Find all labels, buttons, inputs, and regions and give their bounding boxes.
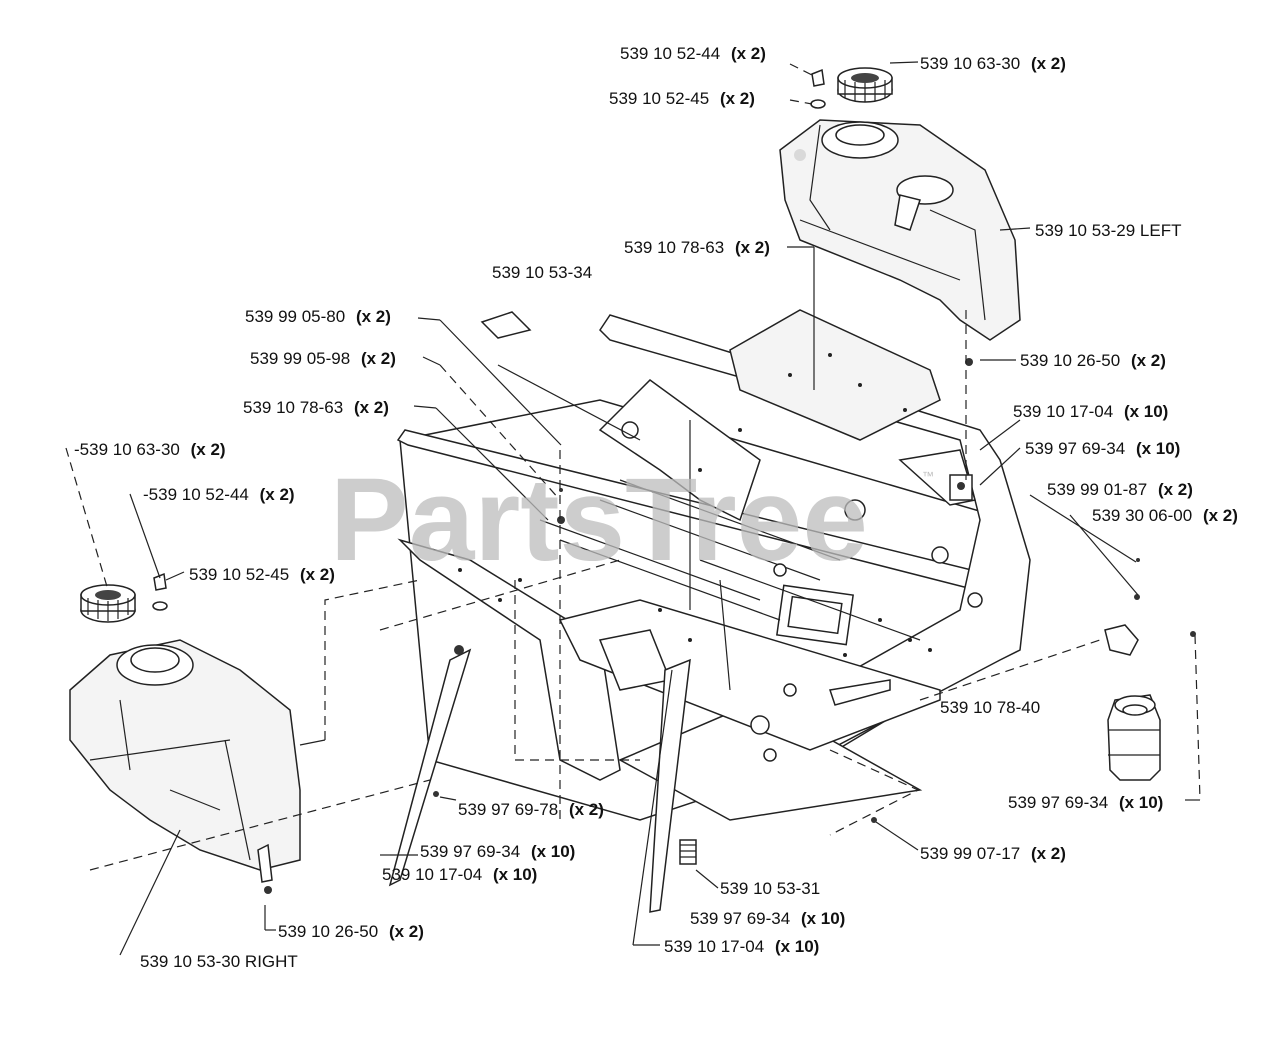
callout-c4: 539 10 53-29 LEFT <box>1035 221 1181 240</box>
fuel-cap-left <box>80 584 136 623</box>
callout-c17: 539 10 52-45 (x 2) <box>189 565 335 584</box>
callout-c14: 539 99 01-87 (x 2) <box>1047 480 1193 499</box>
callout-c5: 539 10 78-63 (x 2) <box>624 238 770 257</box>
fuel-filter <box>1107 694 1161 781</box>
callout-c21: 539 97 69-34 (x 10) <box>420 842 575 861</box>
callout-c24: 539 10 53-31 <box>720 879 820 898</box>
callout-c26: 539 10 26-50 (x 2) <box>278 922 424 941</box>
callout-c20: 539 97 69-34 (x 10) <box>1008 793 1163 812</box>
callout-c6: 539 10 53-34 <box>492 263 592 282</box>
callout-c28: 539 10 53-30 RIGHT <box>140 952 298 971</box>
small-hardware <box>264 358 1196 894</box>
spring-clip <box>679 839 697 865</box>
leader-lines <box>65 61 1201 956</box>
callout-c15: -539 10 52-44 (x 2) <box>143 485 295 504</box>
callout-c2: 539 10 63-30 (x 2) <box>920 54 1066 73</box>
callout-c25: 539 97 69-34 (x 10) <box>690 909 845 928</box>
fuel-tank-right <box>69 639 301 883</box>
callout-c22: 539 99 07-17 (x 2) <box>920 844 1066 863</box>
callout-c9: 539 99 05-98 (x 2) <box>250 349 396 368</box>
vent-valve-left <box>152 572 168 611</box>
callout-c13: -539 10 63-30 (x 2) <box>74 440 226 459</box>
callout-c10: 539 10 78-63 (x 2) <box>243 398 389 417</box>
watermark: PartsTree <box>330 454 868 586</box>
callout-c8: 539 10 26-50 (x 2) <box>1020 351 1166 370</box>
fuel-cap-top <box>837 67 893 103</box>
decal-plate <box>480 311 532 339</box>
callout-c27: 539 10 17-04 (x 10) <box>664 937 819 956</box>
vent-valve-top <box>810 68 826 109</box>
fuel-tank-left <box>779 119 1021 341</box>
callout-c3: 539 10 52-45 (x 2) <box>609 89 755 108</box>
callout-c16: 539 30 06-00 (x 2) <box>1092 506 1238 525</box>
filter-bracket <box>1104 624 1139 656</box>
callout-c12: 539 97 69-34 (x 10) <box>1025 439 1180 458</box>
callout-c1: 539 10 52-44 (x 2) <box>620 44 766 63</box>
callout-labels: 539 10 52-44 (x 2) 539 10 63-30 (x 2) 53… <box>74 44 1238 971</box>
watermark-trademark: ™ <box>922 469 934 483</box>
callout-c11: 539 10 17-04 (x 10) <box>1013 402 1168 421</box>
frame-chassis <box>396 309 1031 821</box>
callout-c19: 539 97 69-78 (x 2) <box>458 800 604 819</box>
callout-c18: 539 10 78-40 <box>940 698 1040 717</box>
fuel-hoses <box>388 648 691 913</box>
callout-c23: 539 10 17-04 (x 10) <box>382 865 537 884</box>
callout-c7: 539 99 05-80 (x 2) <box>245 307 391 326</box>
